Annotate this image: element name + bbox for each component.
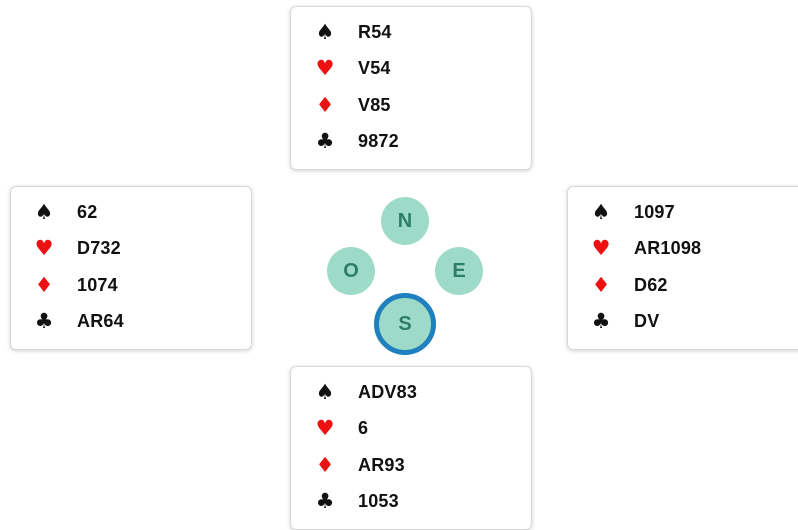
north-hand: ♠ R54 ♥ V54 ♦ V85 ♣ 9872	[290, 6, 532, 170]
west-diamonds-cards[interactable]: 1074	[77, 274, 118, 295]
east-spades-cards[interactable]: 1097	[634, 201, 675, 222]
west-hearts-cards[interactable]: D732	[77, 238, 121, 259]
spade-icon: ♠	[315, 379, 335, 404]
east-clubs-cards[interactable]: DV	[634, 311, 660, 332]
south-spades-row: ♠ ADV83	[291, 374, 531, 411]
club-icon: ♣	[34, 309, 54, 334]
south-hand: ♠ ADV83 ♥ 6 ♦ AR93 ♣ 1053	[290, 366, 532, 530]
west-hand: ♠ 62 ♥ D732 ♦ 1074 ♣ AR64	[10, 186, 252, 350]
north-clubs-row: ♣ 9872	[291, 124, 531, 161]
seat-west[interactable]: O	[327, 247, 375, 295]
heart-icon: ♥	[34, 236, 54, 261]
south-spades-cards[interactable]: ADV83	[358, 381, 418, 402]
east-hand: ♠ 1097 ♥ AR1098 ♦ D62 ♣ DV	[567, 186, 798, 350]
heart-icon: ♥	[591, 236, 611, 261]
spade-icon: ♠	[591, 199, 611, 224]
west-diamonds-row: ♦ 1074	[11, 267, 251, 304]
north-diamonds-cards[interactable]: V85	[358, 94, 391, 115]
seat-east[interactable]: E	[435, 247, 483, 295]
club-icon: ♣	[315, 129, 335, 154]
east-diamonds-row: ♦ D62	[568, 267, 798, 304]
west-clubs-cards[interactable]: AR64	[77, 311, 124, 332]
south-hearts-cards[interactable]: 6	[358, 418, 369, 439]
east-clubs-row: ♣ DV	[568, 304, 798, 341]
south-hearts-row: ♥ 6	[291, 411, 531, 448]
diamond-icon: ♦	[34, 272, 54, 297]
south-clubs-cards[interactable]: 1053	[358, 491, 399, 512]
south-diamonds-cards[interactable]: AR93	[358, 454, 405, 475]
west-spades-row: ♠ 62	[11, 194, 251, 231]
west-spades-cards[interactable]: 62	[77, 201, 98, 222]
spade-icon: ♠	[34, 199, 54, 224]
east-diamonds-cards[interactable]: D62	[634, 274, 668, 295]
north-diamonds-row: ♦ V85	[291, 87, 531, 124]
north-spades-row: ♠ R54	[291, 14, 531, 51]
heart-icon: ♥	[315, 56, 335, 81]
south-diamonds-row: ♦ AR93	[291, 447, 531, 484]
east-spades-row: ♠ 1097	[568, 194, 798, 231]
diamond-icon: ♦	[315, 452, 335, 477]
east-hearts-cards[interactable]: AR1098	[634, 238, 702, 259]
spade-icon: ♠	[315, 19, 335, 44]
club-icon: ♣	[315, 489, 335, 514]
north-hearts-cards[interactable]: V54	[358, 58, 391, 79]
north-clubs-cards[interactable]: 9872	[358, 131, 399, 152]
north-hearts-row: ♥ V54	[291, 51, 531, 88]
seat-south-active[interactable]: S	[374, 293, 436, 355]
west-clubs-row: ♣ AR64	[11, 304, 251, 341]
east-hearts-row: ♥ AR1098	[568, 231, 798, 268]
south-clubs-row: ♣ 1053	[291, 484, 531, 521]
club-icon: ♣	[591, 309, 611, 334]
seat-north[interactable]: N	[381, 197, 429, 245]
west-hearts-row: ♥ D732	[11, 231, 251, 268]
north-spades-cards[interactable]: R54	[358, 21, 392, 42]
diamond-icon: ♦	[591, 272, 611, 297]
heart-icon: ♥	[315, 416, 335, 441]
diamond-icon: ♦	[315, 92, 335, 117]
